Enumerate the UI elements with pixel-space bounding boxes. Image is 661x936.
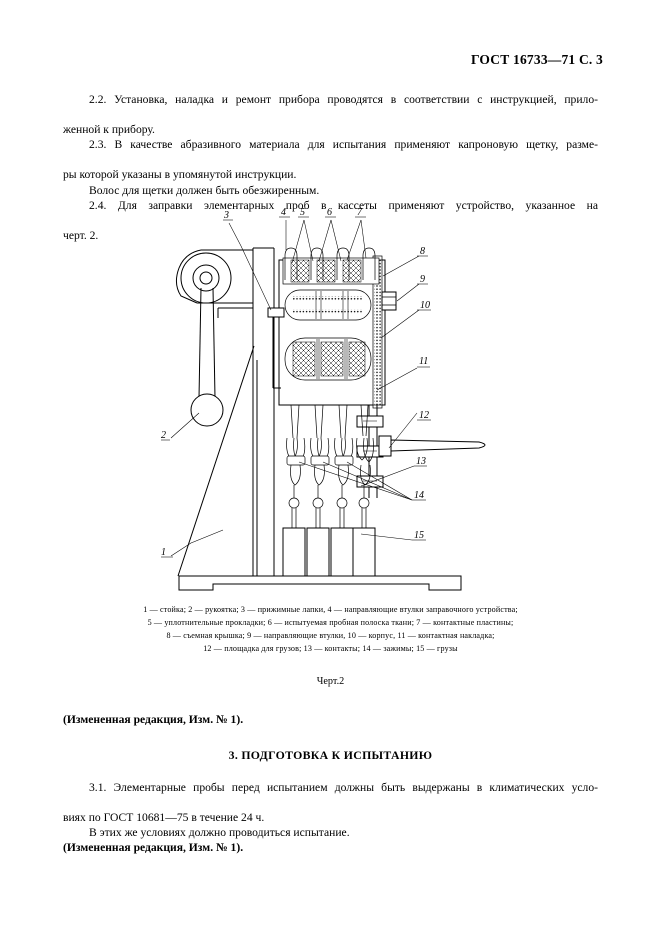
callout-label-9: 9: [420, 274, 425, 285]
paragraph-2-4-line1: 2.4. Для заправки элементарных проб в ка…: [89, 198, 598, 212]
caption-line-1: 1 — стойка; 2 — рукоятка; 3 — прижимные …: [143, 605, 518, 614]
section-3-heading: 3. ПОДГОТОВКА К ИСПЫТАНИЮ: [228, 748, 433, 762]
cassette-upper-oval: [284, 289, 371, 321]
revision-note-upper: (Измененная редакция, Изм. № 1).: [63, 712, 598, 727]
handle-lever: [190, 287, 223, 427]
stand-base: [178, 575, 461, 591]
paragraph-2-3-line1: 2.3. В качестве абразивного материала дл…: [89, 138, 598, 152]
callout-label-12: 12: [419, 410, 429, 421]
figure-caption-legend: 1 — стойка; 2 — рукоятка; 3 — прижимные …: [0, 603, 661, 655]
paragraph-2-3-line2: ры которой указаны в упомянутой инструкц…: [63, 168, 297, 182]
caption-line-2: 5 — уплотнительные прокладки; 6 — испыту…: [147, 618, 514, 627]
callout-label-3: 3: [223, 210, 229, 221]
paragraph-3-1-line1: 3.1. Элементарные пробы перед испытанием…: [89, 781, 598, 794]
callout-label-4: 4: [281, 207, 286, 218]
callout-label-2: 2: [161, 430, 166, 441]
paragraph-2-2-line1: 2.2. Установка, наладка и ремонт прибора…: [89, 93, 598, 106]
contact-overlay-bar: [356, 405, 383, 498]
paragraph-brush-hair: Волос для щетки должен быть обезжиренным…: [89, 183, 320, 197]
page-header-standard-number: ГОСТ 16733—71 С. 3: [470, 52, 603, 67]
specimen-suspension-assembly: [282, 404, 375, 577]
caption-line-3: 8 — съемная крышка; 9 — направляющие вту…: [166, 631, 495, 640]
callout-label-5: 5: [300, 207, 305, 218]
body-text-top: 2.2. Установка, наладка и ремонт прибора…: [63, 92, 598, 243]
callout-label-14: 14: [414, 490, 424, 501]
paragraph-same-conditions: В этих же условиях должно проводиться ис…: [89, 826, 350, 840]
stand-column: [252, 247, 274, 576]
technical-drawing-figure-2: 1 2 3 4 5: [0, 198, 661, 608]
callout-label-6: 6: [327, 207, 332, 218]
cassette-lower-oval: [284, 337, 371, 381]
callout-label-13: 13: [416, 456, 426, 467]
revision-note-lower-text: (Измененная редакция, Изм. № 1).: [63, 841, 244, 855]
callout-label-8: 8: [420, 246, 425, 257]
callout-label-15: 15: [414, 530, 424, 541]
paragraph-3-1-line2: виях по ГОСТ 10681—75 в течение 24 ч.: [63, 811, 265, 825]
callout-leaders: 1 2 3 4 5: [160, 207, 431, 558]
callout-label-7: 7: [357, 207, 363, 218]
callout-label-11: 11: [419, 356, 428, 367]
figure-number: Черт.2: [316, 676, 345, 687]
gasket-strip-assembly: [282, 247, 379, 285]
weight-platform-arm: [378, 435, 485, 457]
apparatus-diagram: 1 2 3 4 5: [160, 207, 485, 591]
callout-label-1: 1: [161, 547, 166, 558]
body-text-bottom: 3.1. Элементарные пробы перед испытанием…: [63, 780, 598, 855]
callout-label-10: 10: [420, 300, 430, 311]
paragraph-2-2-line2: женной к прибору.: [63, 123, 155, 137]
revision-note-upper-text: (Измененная редакция, Изм. № 1).: [63, 713, 244, 726]
stand-support-rib: [177, 345, 257, 577]
pulley-housing: [175, 249, 253, 318]
paragraph-2-4-line2: черт. 2.: [63, 228, 99, 242]
cassette-body: [267, 247, 396, 409]
caption-line-4: 12 — площадка для грузов; 13 — контакты;…: [203, 644, 458, 653]
